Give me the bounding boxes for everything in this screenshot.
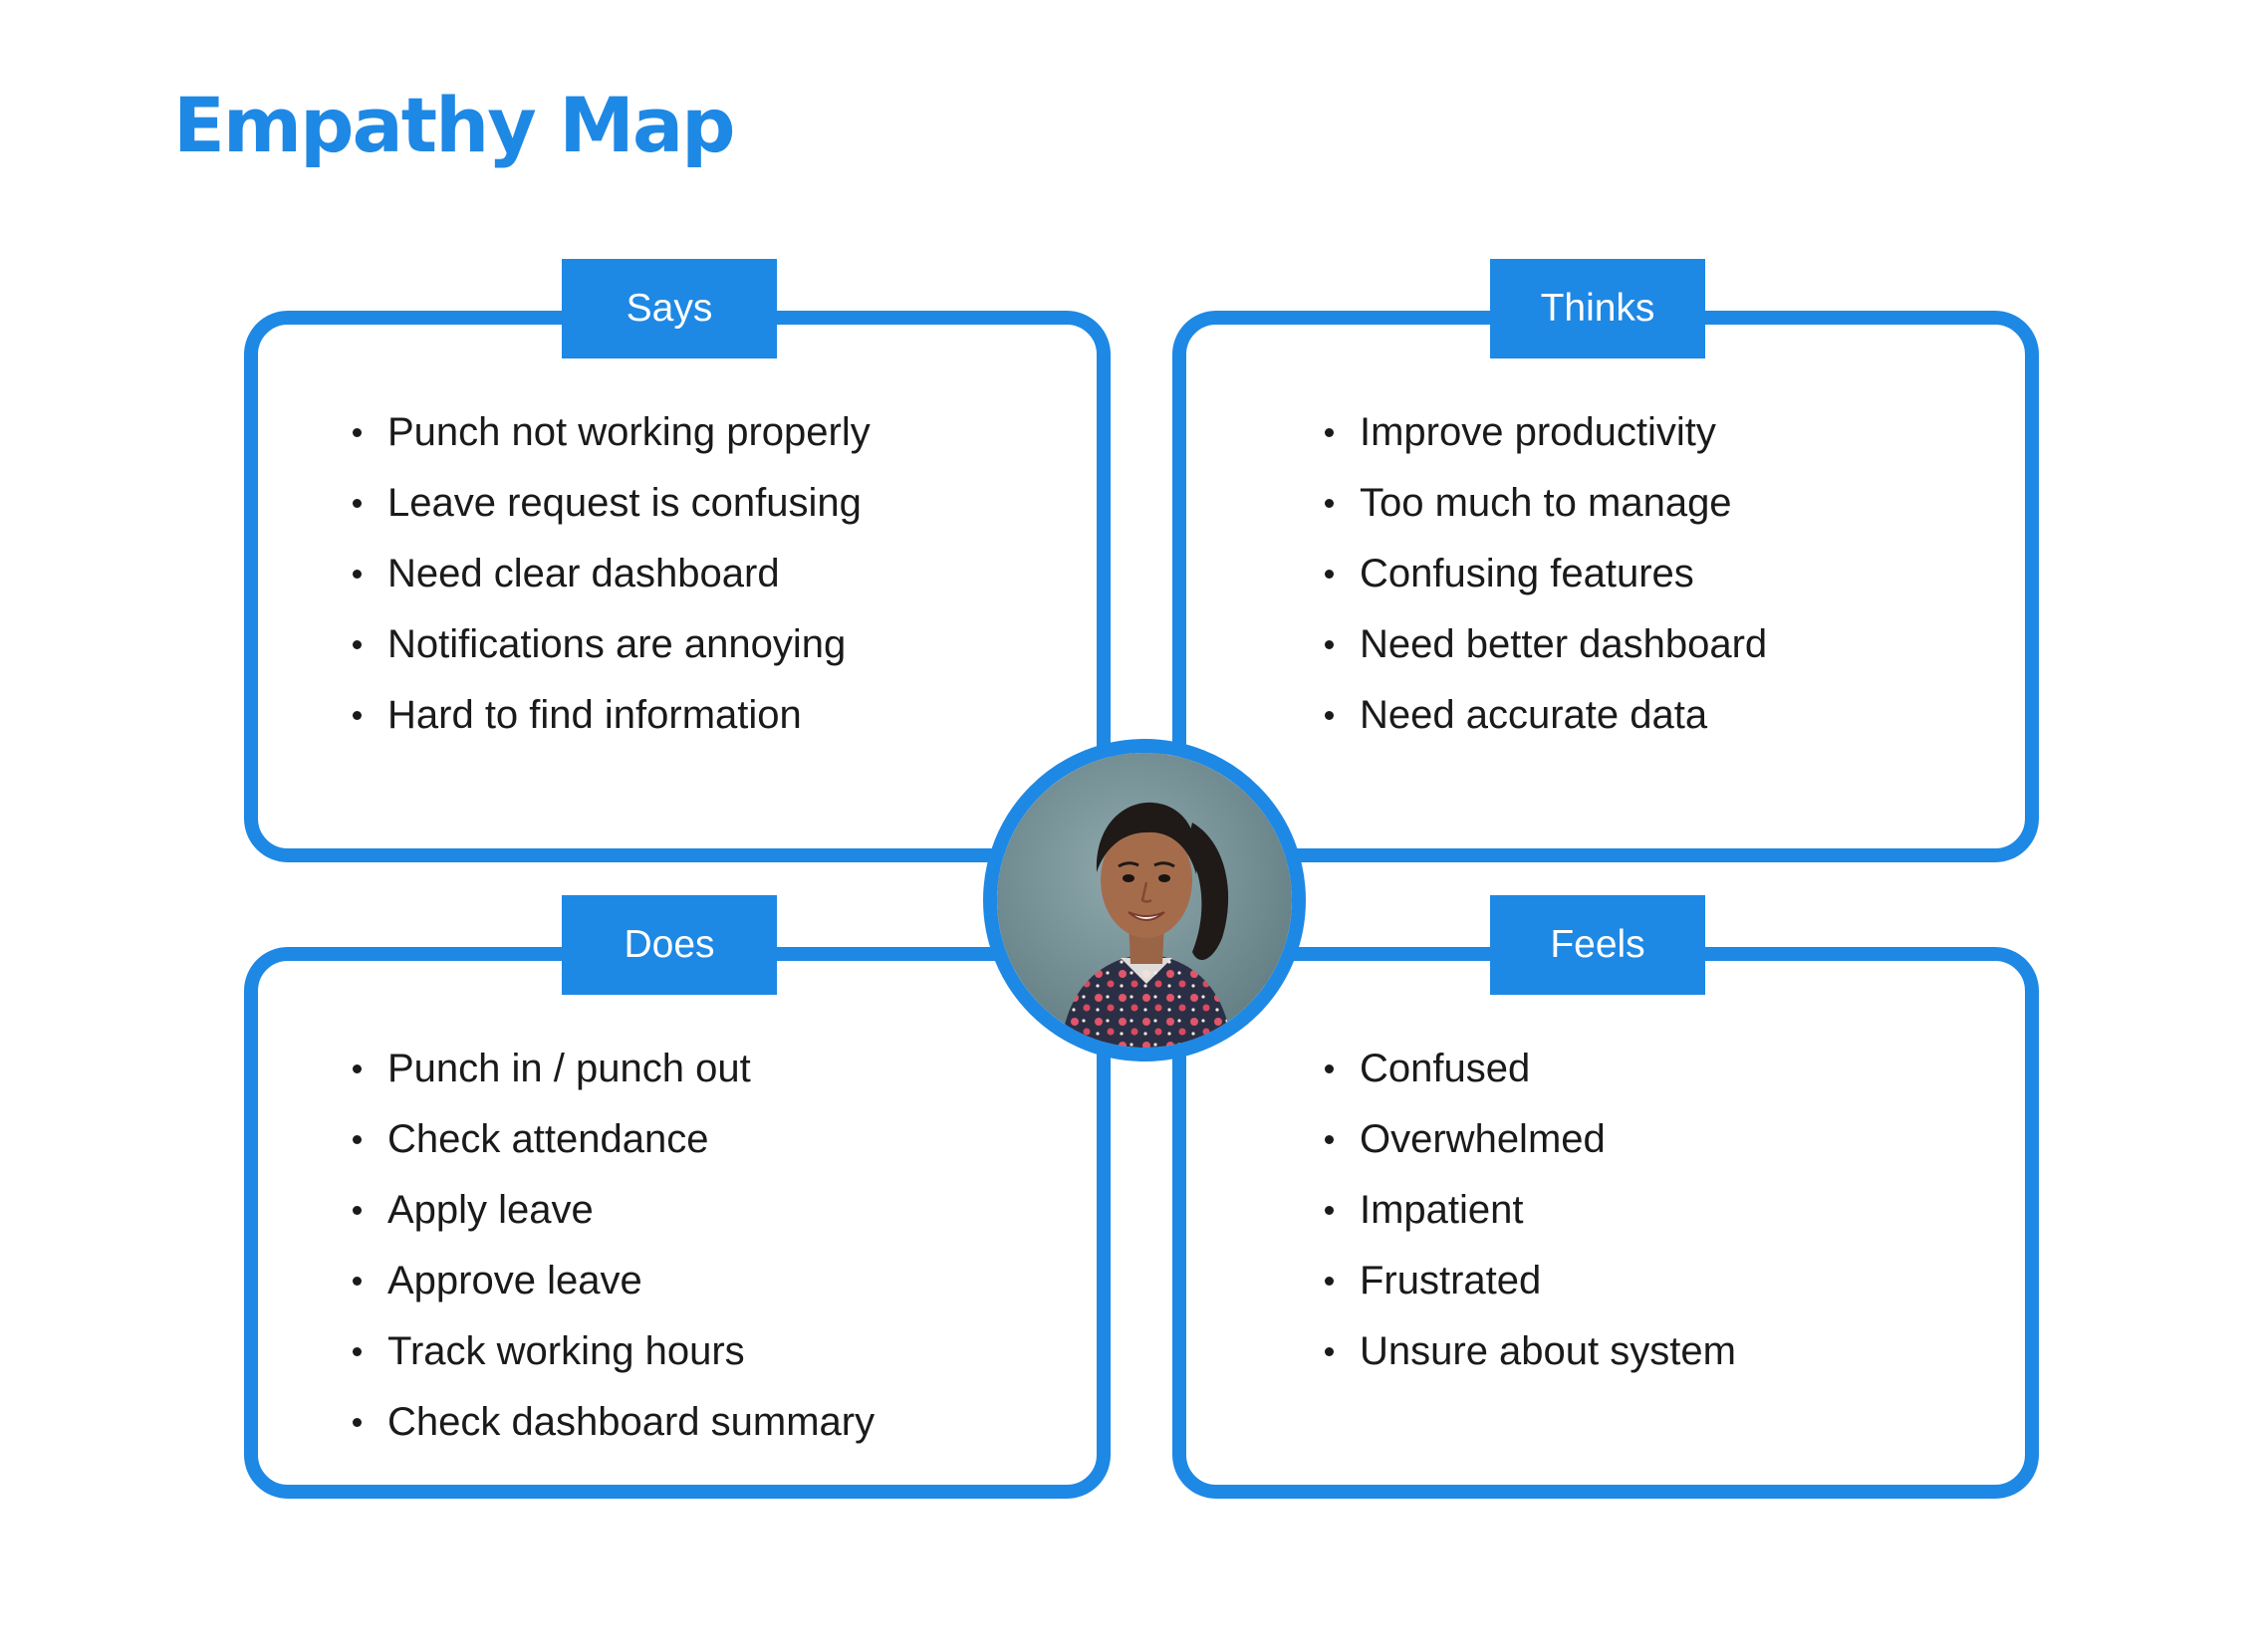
- list-item: Unsure about system: [1325, 1316, 1736, 1387]
- bullet-icon: [1325, 499, 1334, 508]
- list-item: Apply leave: [353, 1175, 875, 1246]
- thinks-tab-label: Thinks: [1490, 259, 1705, 358]
- list-item: Track working hours: [353, 1316, 875, 1387]
- list-item-text: Punch not working properly: [387, 410, 871, 454]
- bullet-icon: [353, 640, 362, 649]
- bullet-icon: [1325, 711, 1334, 720]
- bullet-icon: [353, 1277, 362, 1286]
- list-item-text: Improve productivity: [1360, 410, 1716, 454]
- bullet-icon: [1325, 1206, 1334, 1215]
- list-item-text: Track working hours: [387, 1329, 745, 1373]
- list-item: Overwhelmed: [1325, 1104, 1736, 1175]
- bullet-icon: [353, 1418, 362, 1427]
- page-title: Empathy Map: [173, 81, 736, 169]
- feels-tab-label: Feels: [1490, 895, 1705, 995]
- list-item-text: Approve leave: [387, 1259, 642, 1302]
- bullet-icon: [1325, 428, 1334, 437]
- feels-quadrant: Feels Confused Overwhelmed Impatient Fru…: [1172, 895, 2039, 1499]
- list-item: Approve leave: [353, 1246, 875, 1316]
- list-item: Check attendance: [353, 1104, 875, 1175]
- list-item: Leave request is confusing: [353, 468, 871, 539]
- list-item-text: Overwhelmed: [1360, 1117, 1606, 1161]
- list-item: Impatient: [1325, 1175, 1736, 1246]
- list-item-text: Leave request is confusing: [387, 481, 862, 525]
- bullet-icon: [353, 1135, 362, 1144]
- list-item-text: Impatient: [1360, 1188, 1524, 1232]
- list-item-text: Unsure about system: [1360, 1329, 1736, 1373]
- list-item: Need clear dashboard: [353, 539, 871, 609]
- feels-list: Confused Overwhelmed Impatient Frustrate…: [1325, 1034, 1736, 1387]
- list-item-text: Notifications are annoying: [387, 622, 847, 666]
- bullet-icon: [1325, 1347, 1334, 1356]
- list-item-text: Need accurate data: [1360, 693, 1708, 737]
- list-item: Confusing features: [1325, 539, 1767, 609]
- persona-avatar: [983, 739, 1306, 1062]
- list-item-text: Punch in / punch out: [387, 1047, 751, 1090]
- list-item: Punch in / punch out: [353, 1034, 875, 1104]
- list-item: Need accurate data: [1325, 680, 1767, 751]
- persona-photo-icon: [997, 753, 1292, 1048]
- list-item-text: Need clear dashboard: [387, 552, 780, 595]
- list-item-text: Check dashboard summary: [387, 1400, 876, 1444]
- bullet-icon: [1325, 640, 1334, 649]
- says-quadrant: Says Punch not working properly Leave re…: [244, 259, 1111, 862]
- list-item: Confused: [1325, 1034, 1736, 1104]
- list-item: Need better dashboard: [1325, 609, 1767, 680]
- bullet-icon: [353, 428, 362, 437]
- bullet-icon: [353, 499, 362, 508]
- thinks-quadrant: Thinks Improve productivity Too much to …: [1172, 259, 2039, 862]
- list-item: Improve productivity: [1325, 397, 1767, 468]
- bullet-icon: [353, 711, 362, 720]
- list-item-text: Frustrated: [1360, 1259, 1542, 1302]
- list-item-text: Check attendance: [387, 1117, 709, 1161]
- does-list: Punch in / punch out Check attendance Ap…: [353, 1034, 875, 1458]
- list-item: Punch not working properly: [353, 397, 871, 468]
- list-item: Hard to find information: [353, 680, 871, 751]
- list-item: Too much to manage: [1325, 468, 1767, 539]
- does-quadrant: Does Punch in / punch out Check attendan…: [244, 895, 1111, 1499]
- bullet-icon: [353, 570, 362, 579]
- says-tab-label: Says: [562, 259, 777, 358]
- list-item-text: Hard to find information: [387, 693, 802, 737]
- says-list: Punch not working properly Leave request…: [353, 397, 871, 751]
- bullet-icon: [353, 1347, 362, 1356]
- thinks-list: Improve productivity Too much to manage …: [1325, 397, 1767, 751]
- list-item-text: Need better dashboard: [1360, 622, 1768, 666]
- bullet-icon: [1325, 1277, 1334, 1286]
- list-item: Check dashboard summary: [353, 1387, 875, 1458]
- bullet-icon: [1325, 570, 1334, 579]
- bullet-icon: [353, 1206, 362, 1215]
- does-tab-label: Does: [562, 895, 777, 995]
- bullet-icon: [353, 1064, 362, 1073]
- list-item: Notifications are annoying: [353, 609, 871, 680]
- list-item: Frustrated: [1325, 1246, 1736, 1316]
- list-item-text: Confused: [1360, 1047, 1531, 1090]
- list-item-text: Confusing features: [1360, 552, 1694, 595]
- bullet-icon: [1325, 1064, 1334, 1073]
- list-item-text: Apply leave: [387, 1188, 594, 1232]
- list-item-text: Too much to manage: [1360, 481, 1732, 525]
- bullet-icon: [1325, 1135, 1334, 1144]
